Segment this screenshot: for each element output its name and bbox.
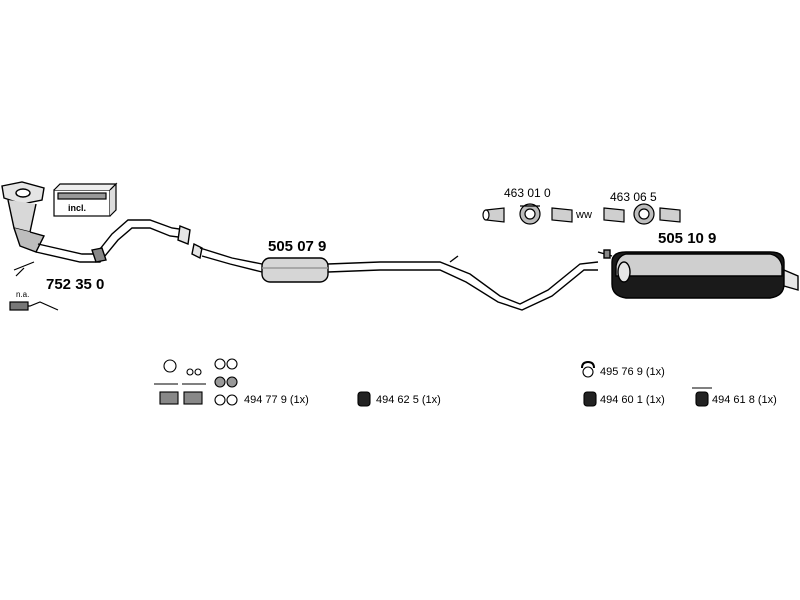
oxygen-sensor [9,261,59,311]
kit-label: 494 60 1 (1x) [600,394,665,406]
clamp-a-number: 463 01 0 [504,186,551,200]
mounting-kit-hardware [154,358,238,406]
kit-label: 494 77 9 (1x) [244,394,309,406]
kit-label: 495 76 9 (1x) [600,366,665,378]
middle-pipe [191,242,599,311]
not-available-note: n.a. [16,290,30,299]
connector-text: ww [576,209,592,221]
clamp-b-number: 463 06 5 [610,190,657,204]
catalytic-converter-number: 752 35 0 [46,276,105,293]
kit-label: 494 62 5 (1x) [376,394,441,406]
clamp-set-b [603,203,681,225]
kit-label: 494 61 8 (1x) [712,394,777,406]
catalytic-converter [1,181,191,263]
rear-muffler-number: 505 10 9 [658,230,717,247]
clamp-set-a [482,203,573,225]
rear-muffler [597,249,799,299]
middle-pipe-number: 505 07 9 [268,238,327,255]
included-parts-box [53,182,118,217]
incl-label: incl. [68,203,87,213]
rubber-hanger-icons [357,360,712,407]
